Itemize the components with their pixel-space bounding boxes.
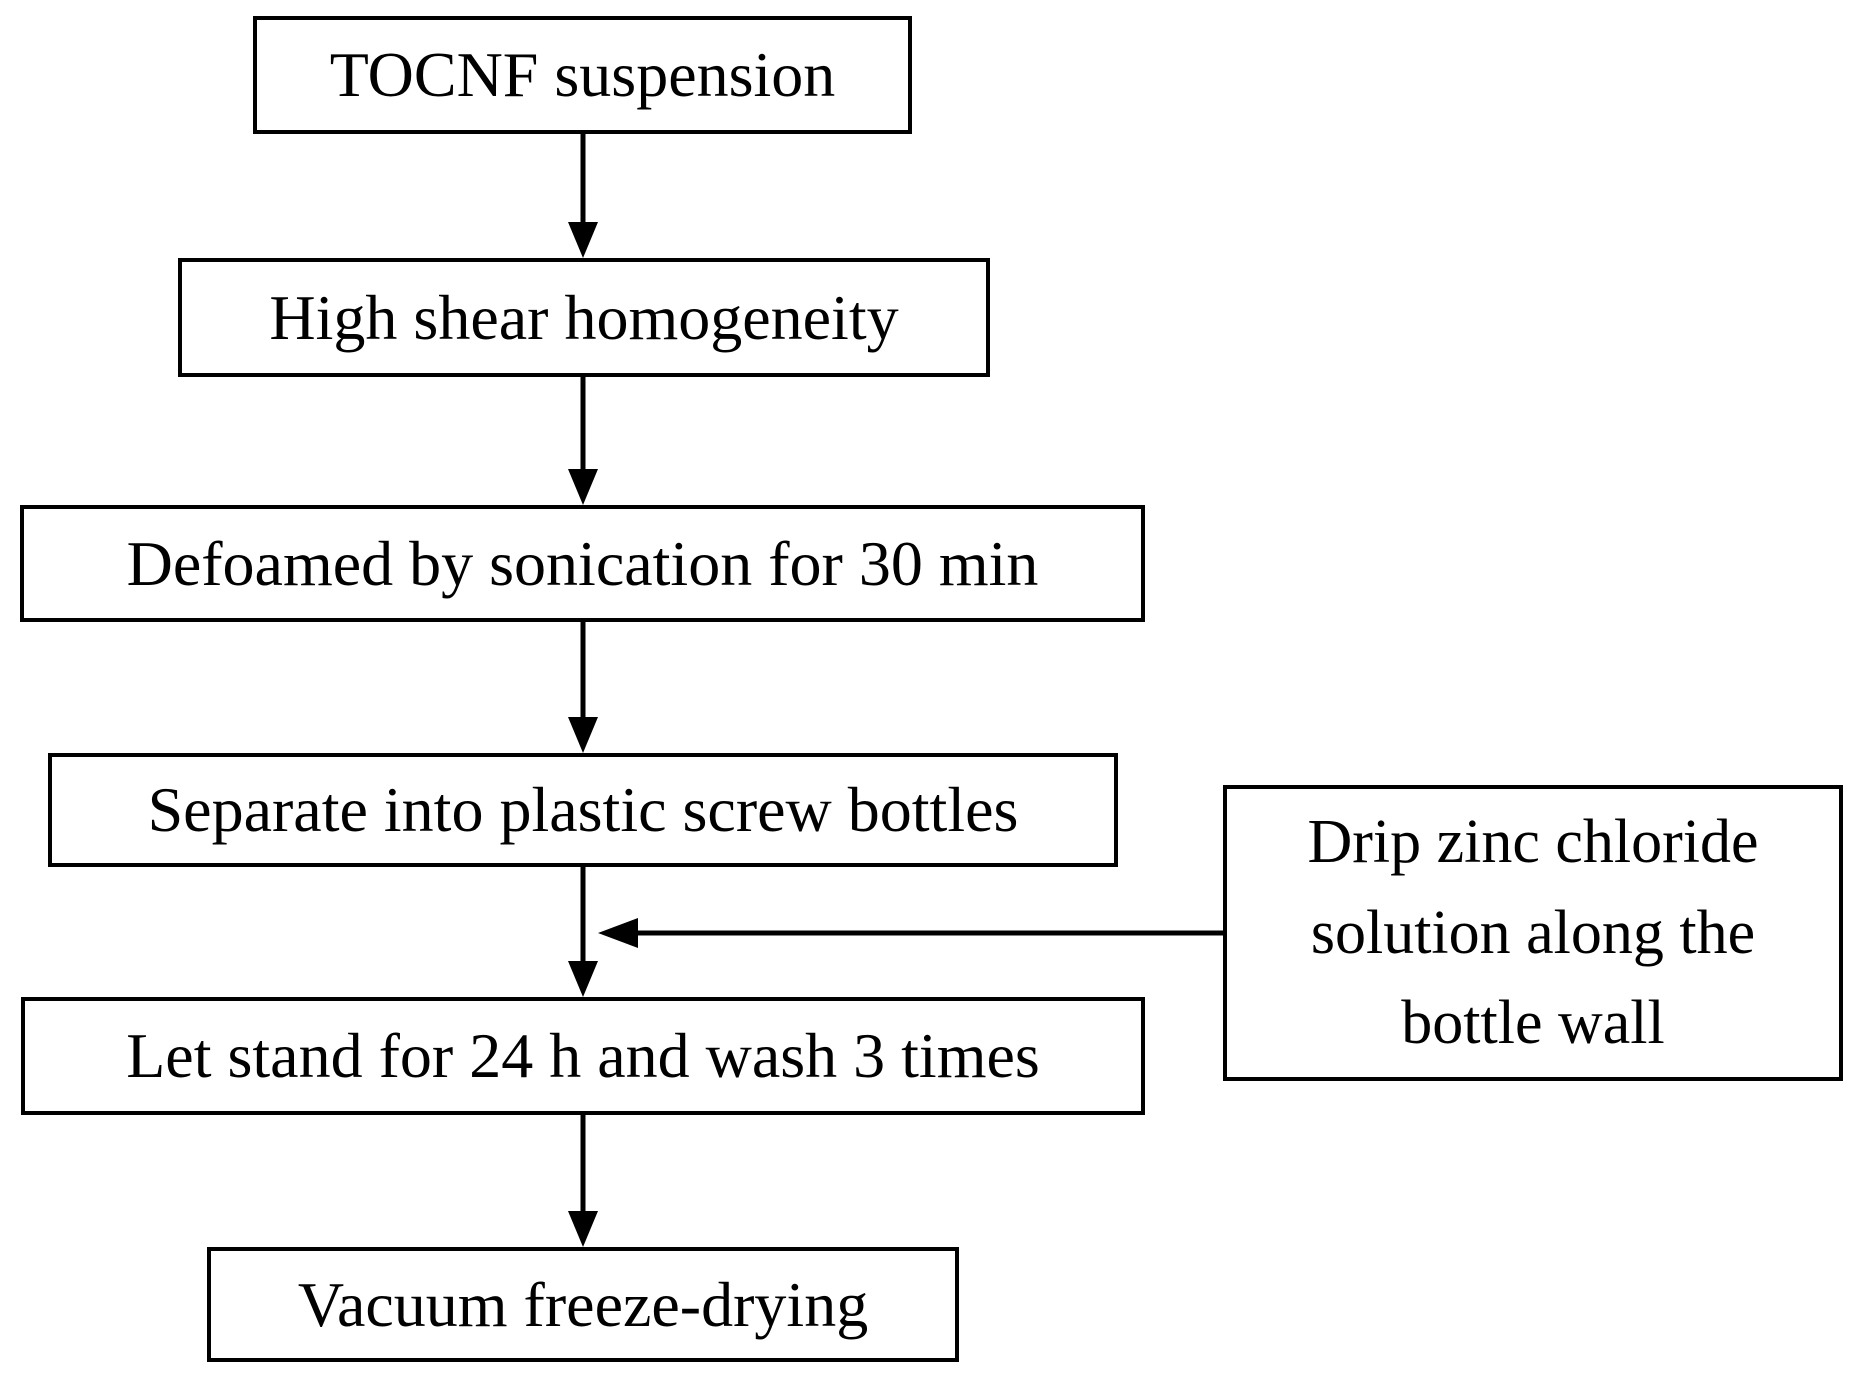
node-defoamed-by-sonication-label: Defoamed by sonication for 30 min xyxy=(126,527,1039,599)
node-vacuum-freeze-drying: Vacuum freeze-drying xyxy=(207,1247,959,1362)
node-defoamed-by-sonication: Defoamed by sonication for 30 min xyxy=(20,505,1145,622)
node-drip-zinc-chloride: Drip zinc chloride solution along the bo… xyxy=(1223,785,1843,1081)
arrow-stand-to-freeze xyxy=(568,1115,598,1247)
node-let-stand-and-wash-label: Let stand for 24 h and wash 3 times xyxy=(126,1020,1040,1092)
node-vacuum-freeze-drying-label: Vacuum freeze-drying xyxy=(297,1268,869,1340)
node-high-shear-homogeneity: High shear homogeneity xyxy=(178,258,990,377)
node-tocnf-suspension: TOCNF suspension xyxy=(253,16,912,134)
node-separate-into-bottles: Separate into plastic screw bottles xyxy=(48,753,1118,867)
node-high-shear-homogeneity-label: High shear homogeneity xyxy=(269,281,899,353)
arrow-drip-to-connector xyxy=(598,918,1223,948)
node-drip-zinc-chloride-label: Drip zinc chloride solution along the bo… xyxy=(1307,808,1759,1058)
arrow-separate-to-stand xyxy=(568,867,598,997)
arrow-tocnf-to-homogeneity xyxy=(568,134,598,258)
arrow-homogeneity-to-defoamed xyxy=(568,377,598,505)
node-let-stand-and-wash: Let stand for 24 h and wash 3 times xyxy=(21,997,1145,1115)
arrow-defoamed-to-separate xyxy=(568,622,598,753)
node-tocnf-suspension-label: TOCNF suspension xyxy=(329,39,836,111)
node-separate-into-bottles-label: Separate into plastic screw bottles xyxy=(147,774,1019,846)
